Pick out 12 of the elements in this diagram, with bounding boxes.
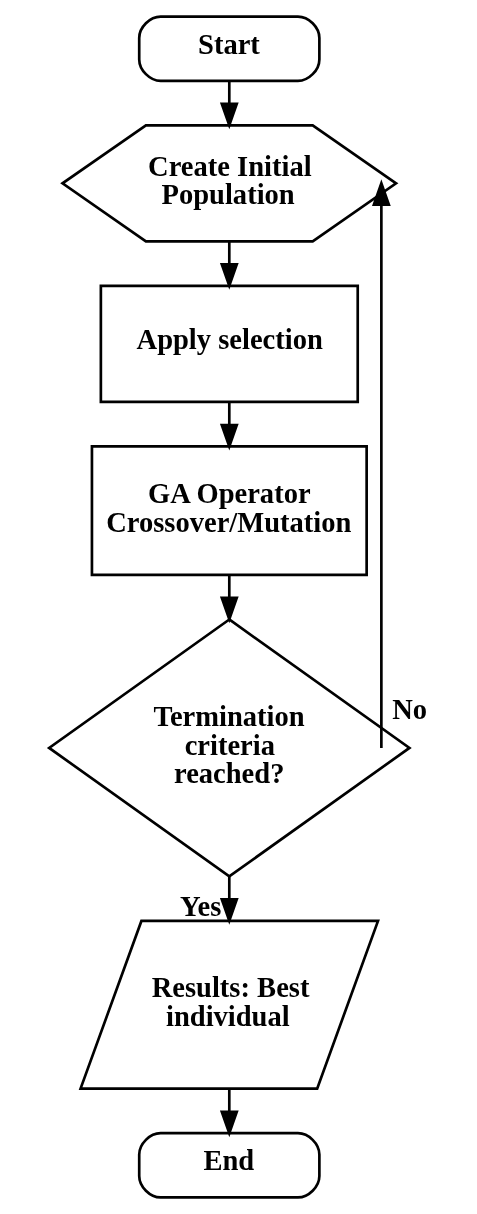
node-box: End [137, 1131, 321, 1199]
node-box: GA Operator Crossover/Mutation [90, 445, 368, 577]
node-box: Apply selection [99, 284, 360, 404]
arrow [219, 1088, 239, 1138]
node-box: Start [137, 15, 321, 83]
arrow [219, 575, 239, 624]
edge-label: Yes [180, 890, 222, 922]
arrow [219, 876, 239, 925]
arrow [372, 179, 391, 748]
arrow [219, 241, 239, 290]
arrow [219, 402, 239, 451]
arrow [219, 81, 239, 130]
